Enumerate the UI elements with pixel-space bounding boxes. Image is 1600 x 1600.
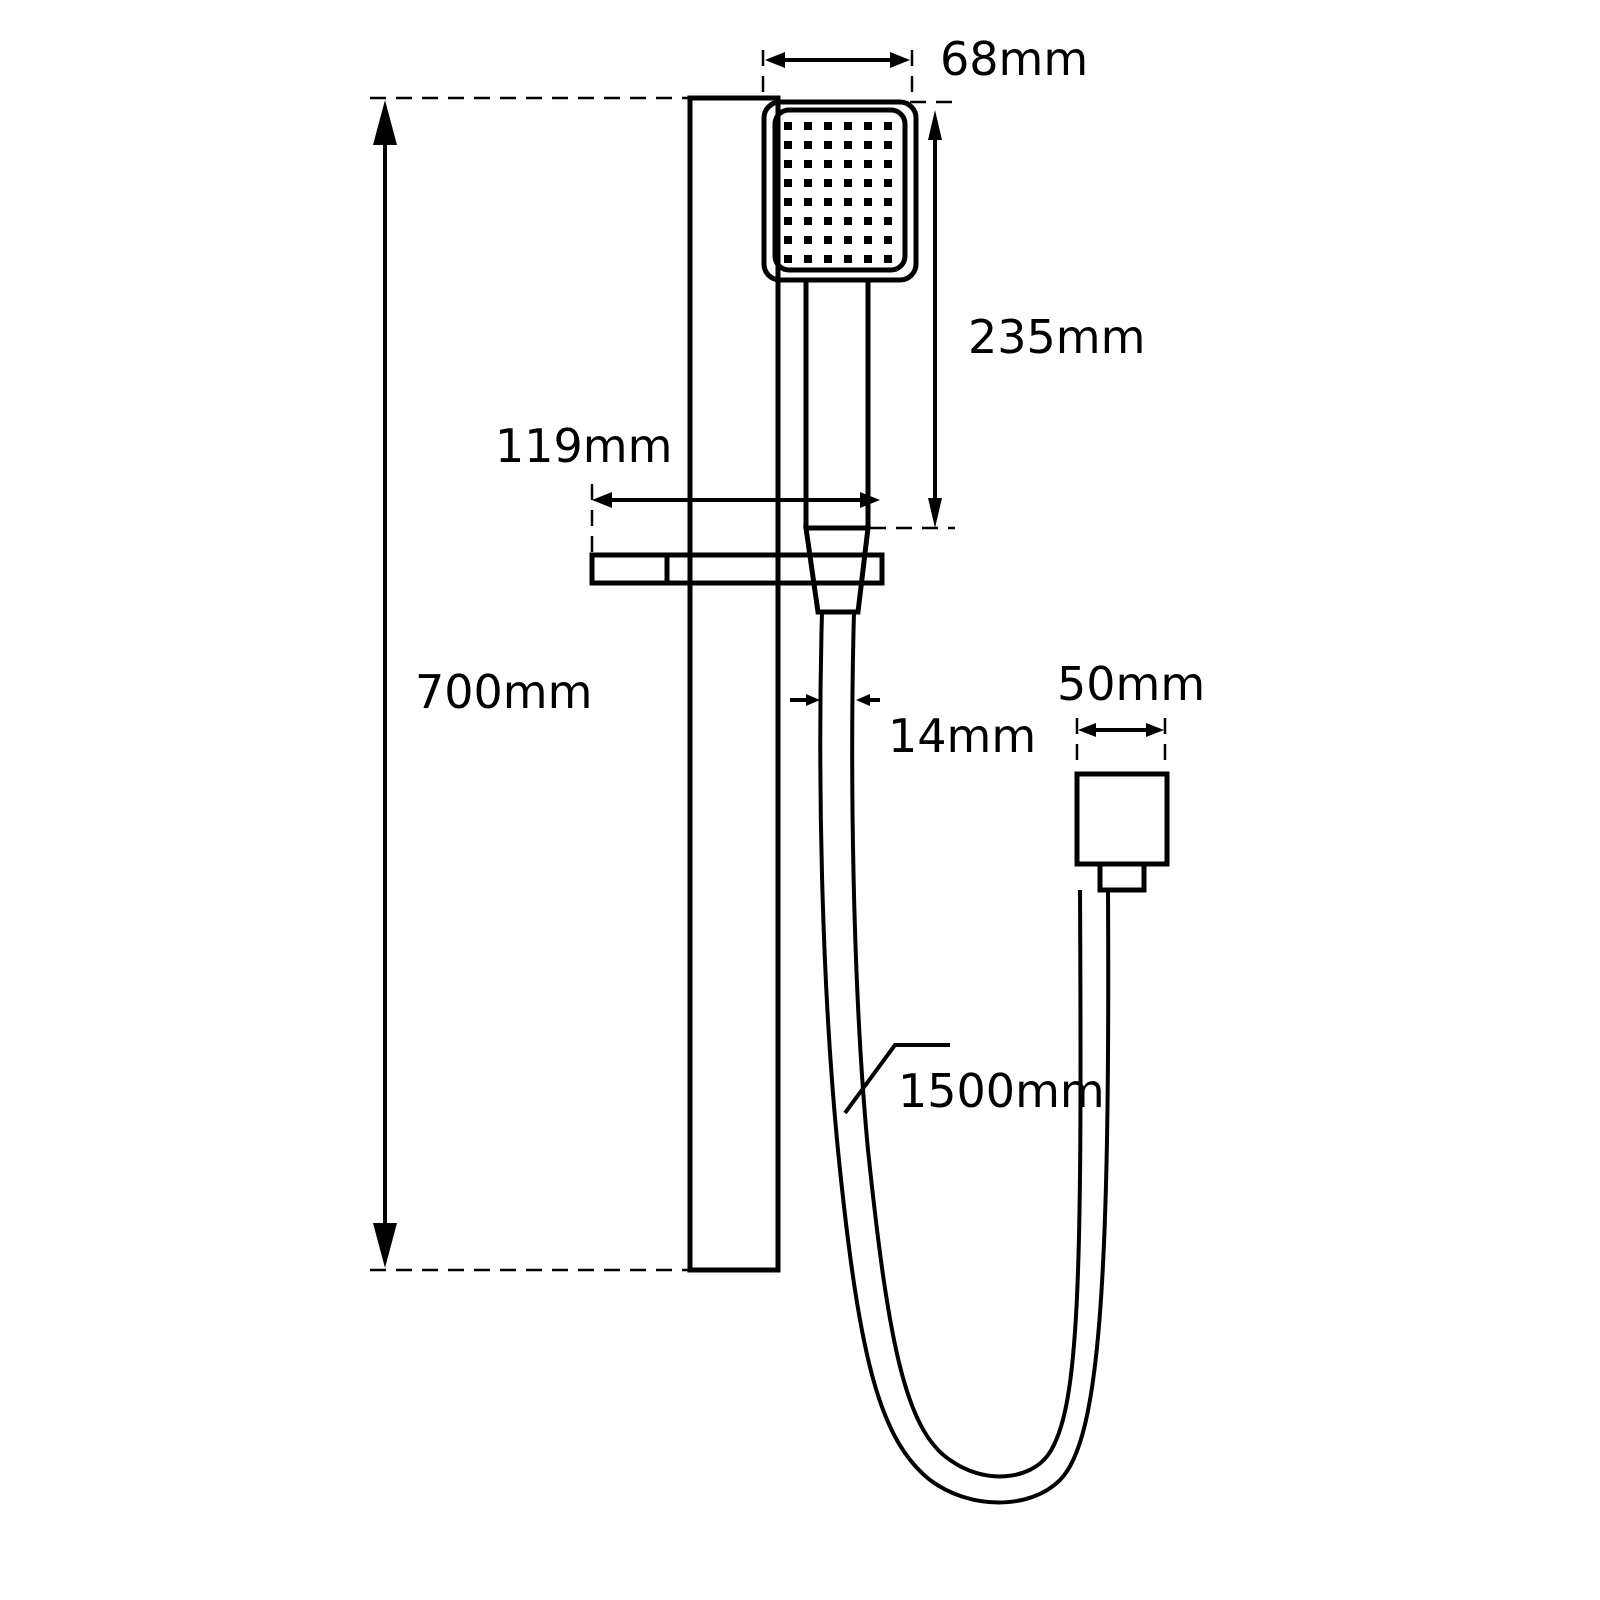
slide-rail [687,95,781,1273]
head-height-dimension [870,110,955,530]
head-height-label: 235mm [968,310,1145,364]
hose-diameter-dimension [790,694,880,706]
slider-bracket [589,552,885,586]
hose-diameter-label: 14mm [888,709,1036,763]
shower-head [761,99,919,283]
wall-outlet [1074,771,1170,893]
outlet-width-label: 50mm [1057,657,1205,711]
nozzle-grid [784,122,892,263]
hose-length-label: 1500mm [898,1064,1105,1118]
head-width-dimension [761,50,955,104]
rail-length-dimension [370,96,690,1272]
hose-length-leader [843,1043,950,1115]
rail-length-label: 700mm [415,665,592,719]
bracket-width-label: 119mm [495,419,672,473]
head-width-label: 68mm [940,32,1088,86]
outlet-width-dimension [1075,718,1167,770]
shower-handle [775,282,871,615]
shower-hose [818,611,1111,1505]
bracket-width-dimension [590,484,880,553]
